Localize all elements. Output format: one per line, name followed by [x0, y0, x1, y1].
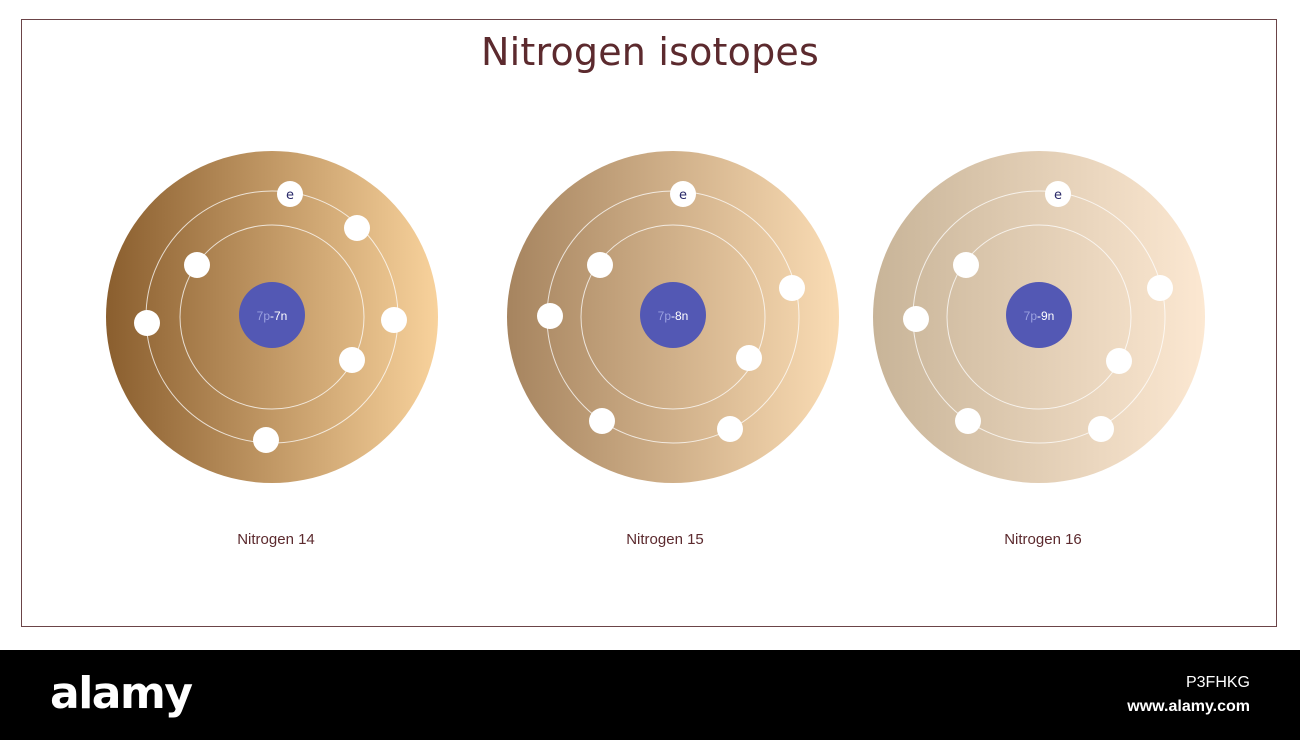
- isotope-label: Nitrogen 16: [1004, 531, 1082, 548]
- atom-diagram: 7p-9n e: [873, 151, 1205, 483]
- nucleus: [1006, 282, 1072, 348]
- inner-orbit: [946, 224, 1132, 410]
- isotope-label: Nitrogen 15: [626, 531, 704, 548]
- electron: [1106, 348, 1132, 374]
- electron: [736, 345, 762, 371]
- atom-nitrogen-15: 7p-8n e: [507, 150, 841, 484]
- electron-symbol: e: [286, 188, 294, 203]
- isotope-label: Nitrogen 14: [237, 531, 315, 548]
- electron: [955, 408, 981, 434]
- electron: [589, 408, 615, 434]
- electron: [344, 215, 370, 241]
- atom-nitrogen-14: 7p-7n e: [105, 150, 439, 484]
- atom-nitrogen-16: 7p-9n e: [873, 150, 1207, 484]
- electron: [903, 306, 929, 332]
- electron: [184, 252, 210, 278]
- electron-labeled: [277, 181, 303, 207]
- nucleus-label: 7p-8n: [658, 309, 689, 323]
- electron-symbol: e: [679, 188, 687, 203]
- electron: [1088, 416, 1114, 442]
- electron: [134, 310, 160, 336]
- electron: [953, 252, 979, 278]
- electron: [339, 347, 365, 373]
- footer-bar: alamy P3FHKG www.alamy.com: [0, 650, 1300, 740]
- nucleus-label: 7p-7n: [257, 309, 288, 323]
- inner-orbit: [179, 224, 365, 410]
- electron-labeled: [670, 181, 696, 207]
- footer-logo: alamy: [50, 668, 193, 719]
- image-id: P3FHKG: [1185, 674, 1250, 691]
- atom-diagram: 7p-7n e: [106, 151, 438, 483]
- electron: [587, 252, 613, 278]
- electron: [253, 427, 279, 453]
- electron: [779, 275, 805, 301]
- nucleus: [239, 282, 305, 348]
- electron-symbol: e: [1054, 188, 1062, 203]
- nucleus: [640, 282, 706, 348]
- electron: [1147, 275, 1173, 301]
- inner-orbit: [580, 224, 766, 410]
- nucleus-label: 7p-9n: [1024, 309, 1055, 323]
- page-title: Nitrogen isotopes: [480, 30, 820, 74]
- footer-url[interactable]: www.alamy.com: [1127, 698, 1250, 715]
- electron-labeled: [1045, 181, 1071, 207]
- atom-diagram: 7p-8n e: [507, 151, 839, 483]
- electron: [537, 303, 563, 329]
- electron: [381, 307, 407, 333]
- electron: [717, 416, 743, 442]
